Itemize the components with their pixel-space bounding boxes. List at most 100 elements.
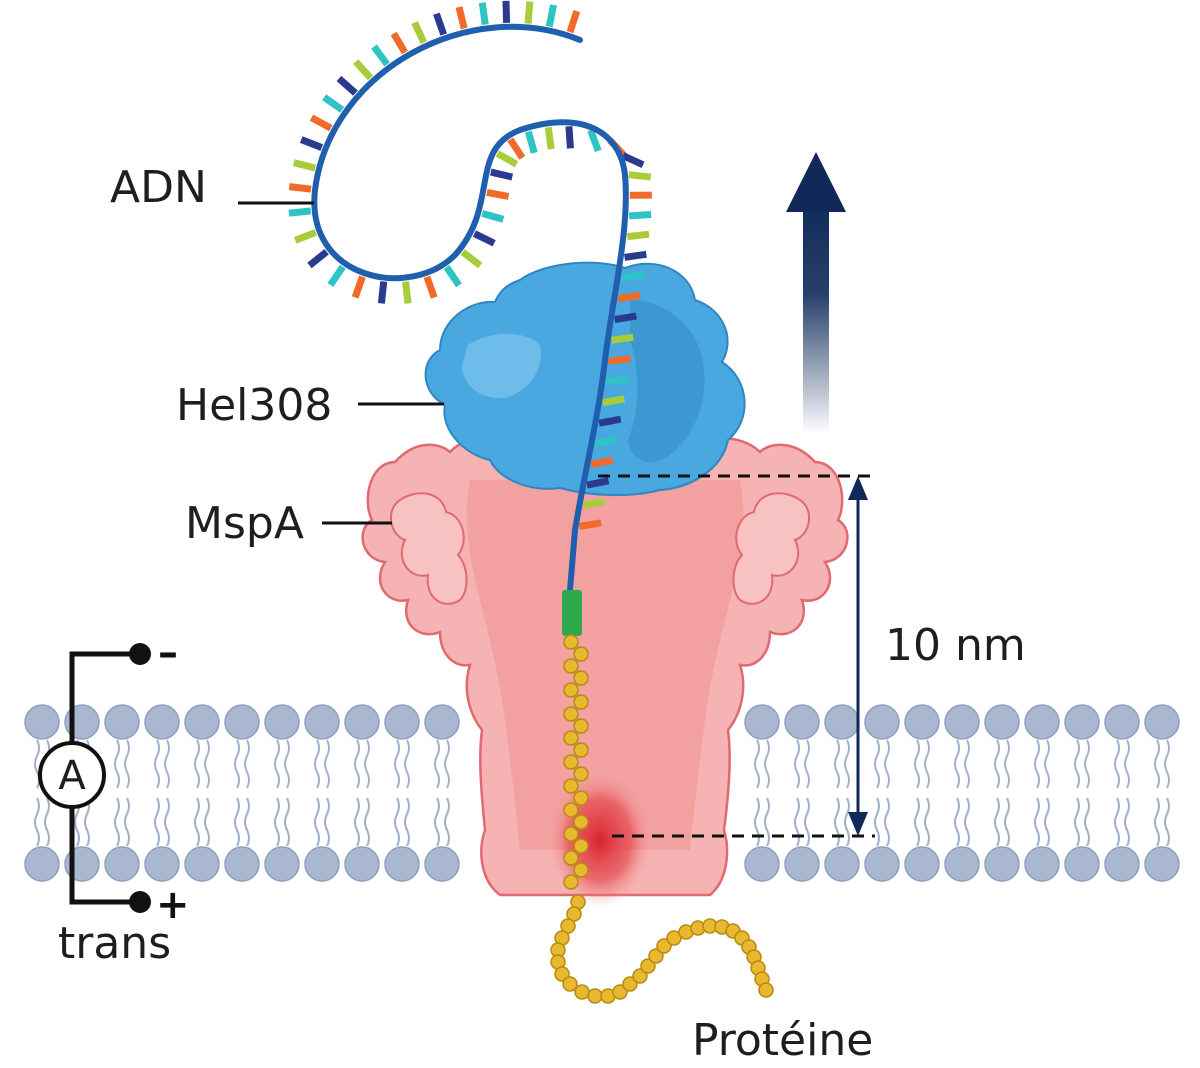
lipid-head <box>224 846 260 882</box>
hel308-helicase <box>424 261 746 497</box>
lipid-tail <box>924 739 930 789</box>
mspa-pore <box>361 437 849 908</box>
lipid-tail <box>954 739 960 789</box>
lipid-tail <box>364 797 370 847</box>
amino-acid-bead <box>574 984 590 1000</box>
lipid-tail <box>124 739 130 789</box>
lipid-head <box>864 704 900 740</box>
dna-base <box>602 395 626 407</box>
dna-backbone <box>311 23 629 593</box>
leader-lines <box>238 201 444 525</box>
dna-base <box>578 519 602 530</box>
lipid-head <box>24 846 60 882</box>
dna-base <box>598 415 622 427</box>
lipid-tail <box>804 797 810 847</box>
dna-base <box>351 275 366 299</box>
lipid-head <box>1144 704 1180 740</box>
lipid-tail <box>804 739 810 789</box>
lipid-heads-bottom <box>24 846 1180 882</box>
amino-acid-bead <box>554 966 570 982</box>
lipid-tail <box>1164 739 1170 789</box>
lipid-tail <box>284 797 290 847</box>
lipid-tail <box>234 739 240 789</box>
lipid-tail <box>1004 739 1010 789</box>
dna-base <box>610 333 634 344</box>
dna-base <box>495 150 519 168</box>
lipid-tail <box>364 739 370 789</box>
lipid-tail <box>964 797 970 847</box>
dna-base <box>390 31 408 55</box>
lipid-tail <box>1074 797 1080 847</box>
dna-base <box>402 281 412 304</box>
dna-base <box>624 250 647 261</box>
dna-base <box>307 248 329 269</box>
lipid-tail <box>314 797 320 847</box>
dna-base <box>481 209 505 223</box>
amino-acid-bead <box>648 948 664 964</box>
lipid-tail <box>884 797 890 847</box>
amino-acid-bead <box>563 658 579 674</box>
lipid-tail <box>964 739 970 789</box>
lipid-tail <box>274 739 280 789</box>
lipid-head <box>224 704 260 740</box>
dna-base <box>617 291 641 303</box>
lipid-tail <box>324 739 330 789</box>
protein-chain <box>550 590 774 1004</box>
hel308-label: Hel308 <box>176 380 332 431</box>
ammeter-label: A <box>58 753 86 799</box>
lipid-tail <box>1034 739 1040 789</box>
lipid-tail <box>194 739 200 789</box>
amino-acid-bead <box>758 982 774 998</box>
dna-base <box>621 152 645 168</box>
lipid-head <box>144 704 180 740</box>
dna-base <box>460 249 483 269</box>
hel308-body <box>424 261 746 497</box>
lipid-tail <box>394 739 400 789</box>
lipid-head <box>904 846 940 882</box>
dna-base <box>309 114 333 132</box>
dna-base <box>293 229 317 244</box>
dna-base <box>472 230 496 247</box>
arrow-up-icon <box>786 152 846 435</box>
lipid-tail <box>354 797 360 847</box>
dna-base <box>594 436 618 448</box>
amino-acid-bead <box>587 988 603 1004</box>
lipid-tail <box>994 797 1000 847</box>
amino-acid-bead <box>666 930 682 946</box>
mspa-inner-body <box>466 480 744 850</box>
lipid-head <box>424 846 460 882</box>
dna-base <box>478 2 489 26</box>
mspa-left-lobe <box>390 492 468 605</box>
amino-acid-bead <box>573 670 589 686</box>
lipid-head <box>344 704 380 740</box>
lipid-head <box>304 846 340 882</box>
dna-base <box>486 189 510 200</box>
amino-acid-bead <box>573 862 589 878</box>
dna-base <box>327 264 346 287</box>
lipid-tail <box>834 739 840 789</box>
plus-sign: + <box>156 882 190 928</box>
mspa-right-lobe <box>732 492 810 605</box>
dna-base <box>490 168 514 181</box>
lipid-tail <box>794 797 800 847</box>
dna-base <box>455 6 468 30</box>
distance-indicator <box>598 474 875 838</box>
lipid-tail <box>834 797 840 847</box>
lipid-tail <box>404 797 410 847</box>
lipid-tail <box>764 797 770 847</box>
dna-base <box>433 12 447 36</box>
amino-acid-bead <box>573 838 589 854</box>
lipid-tail <box>34 739 40 789</box>
lipid-tail <box>164 739 170 789</box>
peptide-beads <box>550 634 774 1004</box>
hel308-highlight <box>462 333 541 399</box>
lipid-tail <box>404 739 410 789</box>
lipid-tail <box>194 797 200 847</box>
lipid-head <box>344 846 380 882</box>
lipid-tail <box>754 739 760 789</box>
lipid-head <box>864 846 900 882</box>
amino-acid-bead <box>560 918 576 934</box>
amino-acid-bead <box>562 976 578 992</box>
dna-base <box>322 94 345 113</box>
